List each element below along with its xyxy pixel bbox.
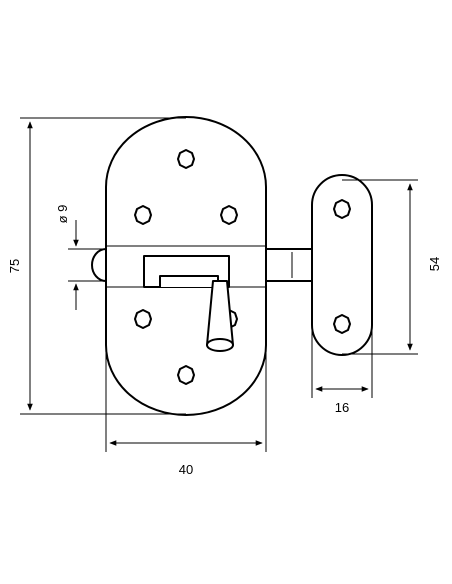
dimension-label-40: 40 — [179, 462, 193, 477]
dimension-keeper-width-16: 16 — [311, 325, 373, 415]
keeper-screw-hole-bottom — [333, 314, 351, 334]
dimension-keeper-height-54: 54 — [342, 179, 442, 355]
dimension-width-40: 40 — [105, 345, 267, 477]
dimension-label-75: 75 — [7, 259, 22, 273]
plate-screw-hole-lower-left — [134, 309, 152, 329]
bolt-handle — [206, 280, 234, 352]
dimension-bolt-diameter: ø 9 — [55, 205, 106, 310]
plate-screw-hole-bottom — [177, 365, 195, 385]
plate-screw-hole-upper-right — [220, 205, 238, 225]
dimension-label-54: 54 — [427, 257, 442, 271]
plate-screw-hole-top — [177, 149, 195, 169]
dimension-height-75: 75 — [7, 117, 186, 415]
bolt-end-knob — [91, 248, 107, 282]
plate-screw-hole-upper-left — [134, 205, 152, 225]
keeper-plate — [311, 174, 373, 356]
bolt-rod — [265, 248, 313, 282]
dimension-label-16: 16 — [335, 400, 349, 415]
dimension-label-bolt-diameter: ø 9 — [55, 205, 70, 224]
keeper-screw-hole-top — [333, 199, 351, 219]
